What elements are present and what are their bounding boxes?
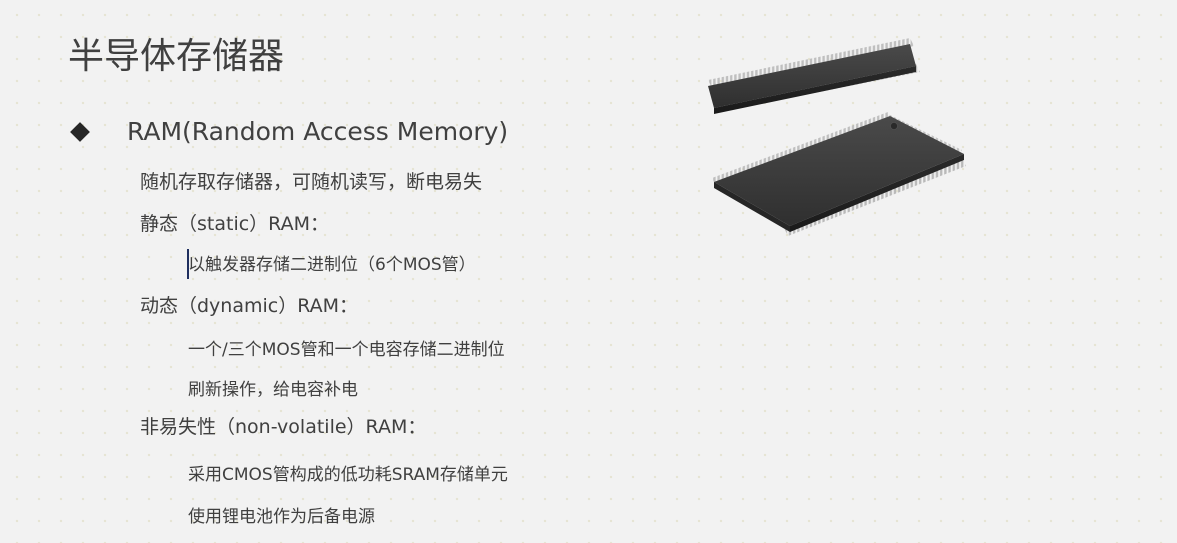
slide-title: 半导体存储器 xyxy=(68,36,285,77)
nonvolatile-ram-item: 采用CMOS管构成的低功耗SRAM存储单元 xyxy=(188,465,508,485)
dynamic-ram-item: 刷新操作，给电容补电 xyxy=(188,380,358,400)
static-ram-heading: 静态（static）RAM： xyxy=(140,213,329,235)
nonvolatile-ram-item: 使用锂电池作为后备电源 xyxy=(188,507,375,527)
dynamic-ram-item: 一个/三个MOS管和一个电容存储二进制位 xyxy=(188,340,505,360)
diamond-bullet-icon xyxy=(70,122,90,142)
static-ram-item: 以触发器存储二进制位（6个MOS管） xyxy=(188,255,476,275)
ram-chip-photo xyxy=(708,38,966,236)
ram-description: 随机存取存储器，可随机读写，断电易失 xyxy=(140,171,483,193)
text-cursor xyxy=(187,249,189,279)
upper-chip xyxy=(708,38,920,114)
nonvolatile-ram-heading: 非易失性（non-volatile）RAM： xyxy=(140,416,427,438)
dynamic-ram-heading: 动态（dynamic）RAM： xyxy=(140,295,359,317)
lower-chip xyxy=(712,112,966,236)
main-bullet-label: RAM(Random Access Memory) xyxy=(127,117,509,146)
